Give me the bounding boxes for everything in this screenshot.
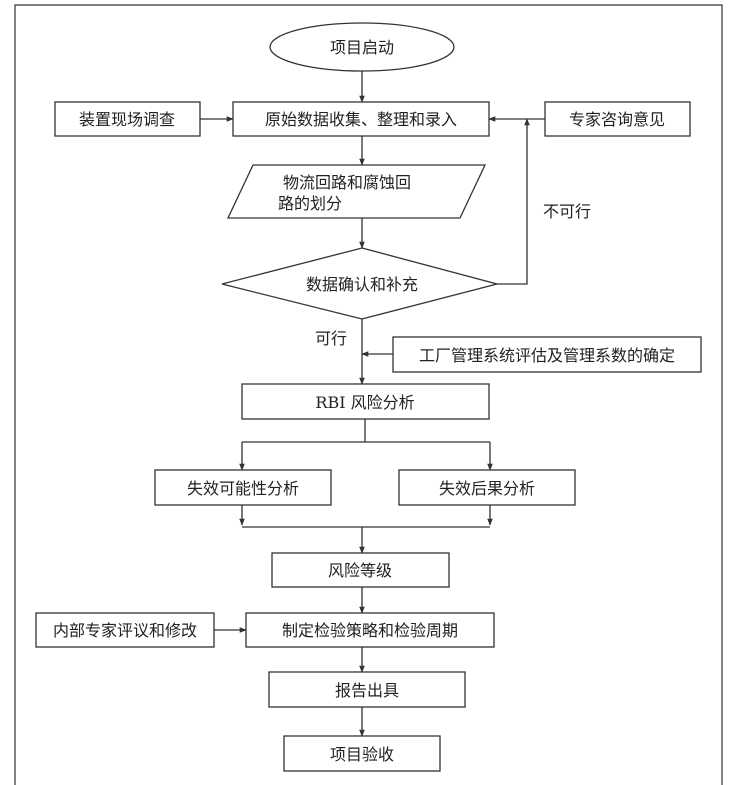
mgmt-node-label: 工厂管理系统评估及管理系数的确定	[419, 346, 675, 365]
risk-level-node-label: 风险等级	[328, 561, 392, 580]
expert-node	[544, 101, 691, 137]
feasible-label: 可行	[315, 329, 347, 348]
start-node-label: 项目启动	[330, 38, 394, 57]
rbi-node-label: RBI 风险分析	[315, 393, 414, 412]
loop-division-label-line1: 物流回路和腐蚀回	[283, 173, 411, 192]
report-node	[268, 671, 466, 708]
loop-division-label-line2: 路的划分	[278, 194, 342, 213]
collect-node-label: 原始数据收集、整理和录入	[265, 110, 457, 129]
strategy-node-label: 制定检验策略和检验周期	[282, 621, 458, 640]
likelihood-node-label: 失效可能性分析	[187, 479, 299, 498]
arrow-not-feasible-loop	[497, 118, 530, 285]
not-feasible-label: 不可行	[543, 202, 591, 221]
frame-border	[14, 4, 723, 785]
strategy-node	[245, 612, 495, 648]
collect-node	[232, 101, 490, 137]
acceptance-node-label: 项目验收	[330, 745, 394, 764]
likelihood-node	[154, 469, 332, 506]
survey-node	[54, 101, 201, 137]
internal-review-node-label: 内部专家评议和修改	[53, 621, 197, 640]
risk-level-node	[271, 552, 450, 588]
consequence-node	[398, 469, 576, 506]
survey-node-label: 装置现场调查	[79, 110, 175, 129]
loop-division-node	[226, 164, 487, 219]
expert-node-label: 专家咨询意见	[569, 110, 665, 129]
confirm-node-label: 数据确认和补充	[306, 275, 418, 294]
consequence-node-label: 失效后果分析	[439, 479, 535, 498]
report-node-label: 报告出具	[335, 681, 399, 700]
